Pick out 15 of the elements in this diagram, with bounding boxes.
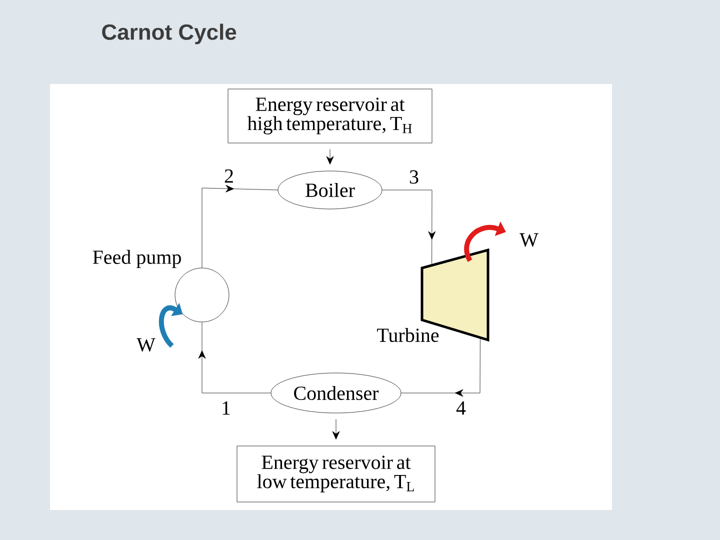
state-number: 4 bbox=[455, 400, 467, 416]
reservoir-box: Energy reservoir at low temperature, T$_{L}$ bbox=[236, 446, 436, 502]
flow-arrow bbox=[332, 419, 340, 440]
flow-line bbox=[382, 190, 436, 265]
flow-line bbox=[198, 322, 271, 394]
flow-line bbox=[202, 184, 278, 268]
reservoir-box: Energy reservoir at high temperature, T$_{H}$ bbox=[228, 88, 432, 144]
work-label: W bbox=[518, 232, 540, 248]
slide-title: Carnot Cycle bbox=[102, 24, 236, 44]
state-number: 1 bbox=[220, 400, 232, 416]
state-number: 3 bbox=[408, 169, 420, 185]
flow-line bbox=[401, 338, 480, 397]
work-label: W bbox=[136, 337, 156, 353]
flow-arrow bbox=[326, 149, 334, 164]
state-number: 2 bbox=[223, 168, 235, 184]
